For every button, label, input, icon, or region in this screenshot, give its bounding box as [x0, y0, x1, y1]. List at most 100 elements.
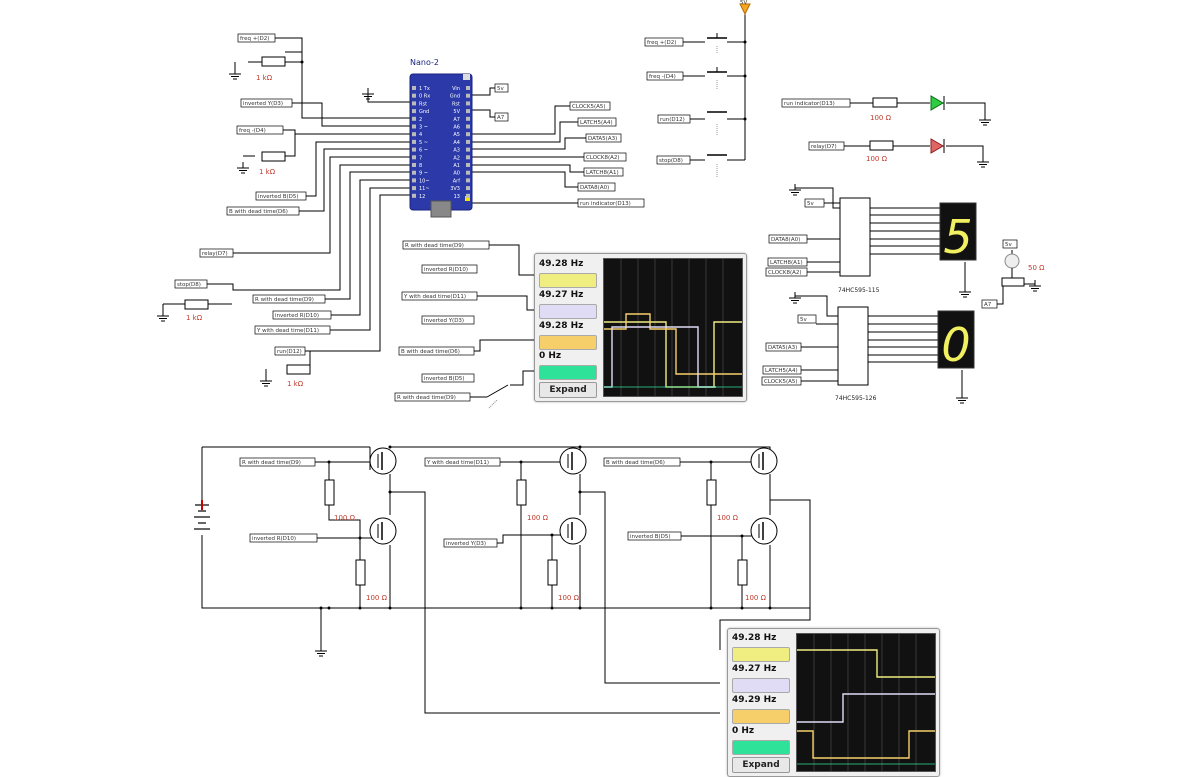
- osc2-channel-3-freq: 49.29 Hz: [732, 695, 777, 705]
- resistor-value: 100 Ω: [866, 155, 888, 163]
- nano-pin[interactable]: [412, 178, 416, 183]
- nano-pin[interactable]: [412, 86, 416, 90]
- nano-pin[interactable]: [466, 170, 470, 175]
- net-labels: freq +(D2) inverted Y(D3) freq -(D4) inv…: [174, 33, 1018, 548]
- nano-pin[interactable]: [466, 101, 470, 106]
- osc1-channel-1: 49.28 Hz: [539, 259, 597, 288]
- label-freq-minus-d4: freq -(D4): [236, 125, 284, 135]
- label-osc1-r-dead: R with dead time(D9): [402, 240, 490, 250]
- led-run-indicator: [930, 95, 945, 111]
- label-text: relay(D7): [202, 251, 228, 257]
- resistor-value: 100 Ω: [745, 594, 767, 602]
- osc2-channel-4: 0 Hz: [732, 726, 790, 755]
- label-text: CLOCK5(A5): [572, 104, 606, 110]
- nano-pin[interactable]: [466, 178, 470, 183]
- nano-pin[interactable]: [412, 93, 416, 98]
- nano-pin[interactable]: [412, 155, 416, 160]
- mosfet-q1: [369, 447, 397, 475]
- label-text: 5v: [807, 201, 814, 207]
- osc2-channel-1: 49.28 Hz: [732, 633, 790, 662]
- nano-pin[interactable]: [412, 109, 416, 114]
- label-sr2-latch5: LATCH5(A4): [762, 365, 802, 375]
- ground-icon: [978, 113, 992, 126]
- nano-pin[interactable]: [466, 116, 470, 121]
- nano-pin[interactable]: [466, 163, 470, 167]
- osc2-channel-1-freq: 49.28 Hz: [732, 633, 777, 643]
- osc1-channel-2: 49.27 Hz: [539, 290, 597, 319]
- label-pwr-inverted-r: inverted R(D10): [249, 533, 318, 543]
- label-pwr-inverted-y: inverted Y(D3): [443, 538, 498, 548]
- label-inverted-b-d5: inverted B(D5): [255, 191, 307, 201]
- nano-pin[interactable]: [466, 93, 470, 98]
- label-run-d12: run(D12): [274, 346, 306, 356]
- button-stop[interactable]: [707, 154, 727, 178]
- nano-pin[interactable]: [466, 186, 470, 191]
- nano-pin[interactable]: [412, 101, 416, 106]
- nano-pin-label: 3 ~: [419, 125, 428, 131]
- nano-pin[interactable]: [466, 147, 470, 152]
- label-text: DATA5(A3): [588, 136, 617, 142]
- resistor-value: 1 kΩ: [186, 314, 203, 322]
- nano-pin[interactable]: [466, 193, 470, 198]
- nano-pin[interactable]: [412, 132, 416, 137]
- led-red-icon: [930, 138, 944, 154]
- label-text: 5v: [800, 317, 807, 323]
- osc1-expand-button[interactable]: Expand: [539, 382, 597, 398]
- nano-pin[interactable]: [466, 109, 470, 114]
- label-osc1-r-dead-switch: R with dead time(D9): [394, 392, 471, 402]
- label-btn-run: run(D12): [657, 114, 691, 124]
- label-text: Y with dead time(D11): [256, 328, 319, 334]
- osc2-expand-button[interactable]: Expand: [732, 757, 790, 773]
- label-sr1-5v: 5v: [804, 198, 825, 208]
- nano-pin-label: Gnd: [450, 94, 460, 100]
- label-text: LATCH5(A4): [580, 120, 613, 126]
- nano-pin[interactable]: [412, 170, 416, 175]
- label-clock8: CLOCK8(A2): [583, 152, 627, 162]
- nano-pin[interactable]: [466, 155, 470, 160]
- label-pwr-b-dead: B with dead time(D6): [603, 457, 681, 467]
- button-freq-plus[interactable]: [707, 33, 727, 54]
- osc2-traces: [797, 634, 935, 771]
- pot-value: 50 Ω: [1028, 264, 1045, 272]
- nano-pin[interactable]: [412, 124, 416, 129]
- nano-pin[interactable]: [412, 163, 416, 167]
- nano-pin[interactable]: [466, 139, 470, 144]
- ground-icon: [1028, 279, 1042, 292]
- resistor-value: 1 kΩ: [259, 168, 276, 176]
- push-buttons[interactable]: 5V: [707, 0, 751, 178]
- label-pot-a7: A7: [981, 299, 998, 309]
- label-latch5: LATCH5(A4): [577, 117, 617, 127]
- resistor-value: 100 Ω: [366, 594, 388, 602]
- nano-pin[interactable]: [412, 139, 416, 144]
- osc2-screen: [796, 633, 936, 772]
- label-text: A7: [984, 302, 992, 308]
- osc1-screen: [603, 258, 743, 397]
- button-freq-minus[interactable]: [707, 67, 727, 90]
- label-pwr-y-dead: Y with dead time(D11): [424, 457, 501, 467]
- nano-pin[interactable]: [466, 132, 470, 137]
- label-inverted-r-d10: inverted R(D10): [272, 310, 332, 320]
- nano-pin-label: 11~: [419, 186, 430, 192]
- nano-pin[interactable]: [412, 116, 416, 121]
- potentiometer[interactable]: 50 Ω: [1001, 253, 1045, 287]
- ground-icon: [976, 155, 990, 168]
- label-text: inverted B(D5): [630, 534, 671, 540]
- label-btn-freq-minus: freq -(D4): [646, 71, 684, 81]
- nano-pin[interactable]: [466, 124, 470, 129]
- toggle-switch[interactable]: [486, 384, 509, 409]
- nano-pin[interactable]: [412, 186, 416, 191]
- label-text: R with dead time(D9): [397, 395, 456, 401]
- button-run[interactable]: [707, 111, 727, 135]
- nano-pin-label: 1 Tx: [419, 86, 430, 92]
- resistor-r1: 1 kΩ: [248, 56, 286, 82]
- ground-icon: [228, 67, 242, 80]
- nano-pin-label: 3V3: [450, 186, 460, 192]
- nano-pin[interactable]: [466, 86, 470, 90]
- nano-pin[interactable]: [412, 147, 416, 152]
- ground-icon: [788, 183, 802, 196]
- mosfet-q5: [750, 447, 778, 475]
- nano-pin[interactable]: [412, 193, 416, 198]
- resistor-value: 100 Ω: [334, 514, 356, 522]
